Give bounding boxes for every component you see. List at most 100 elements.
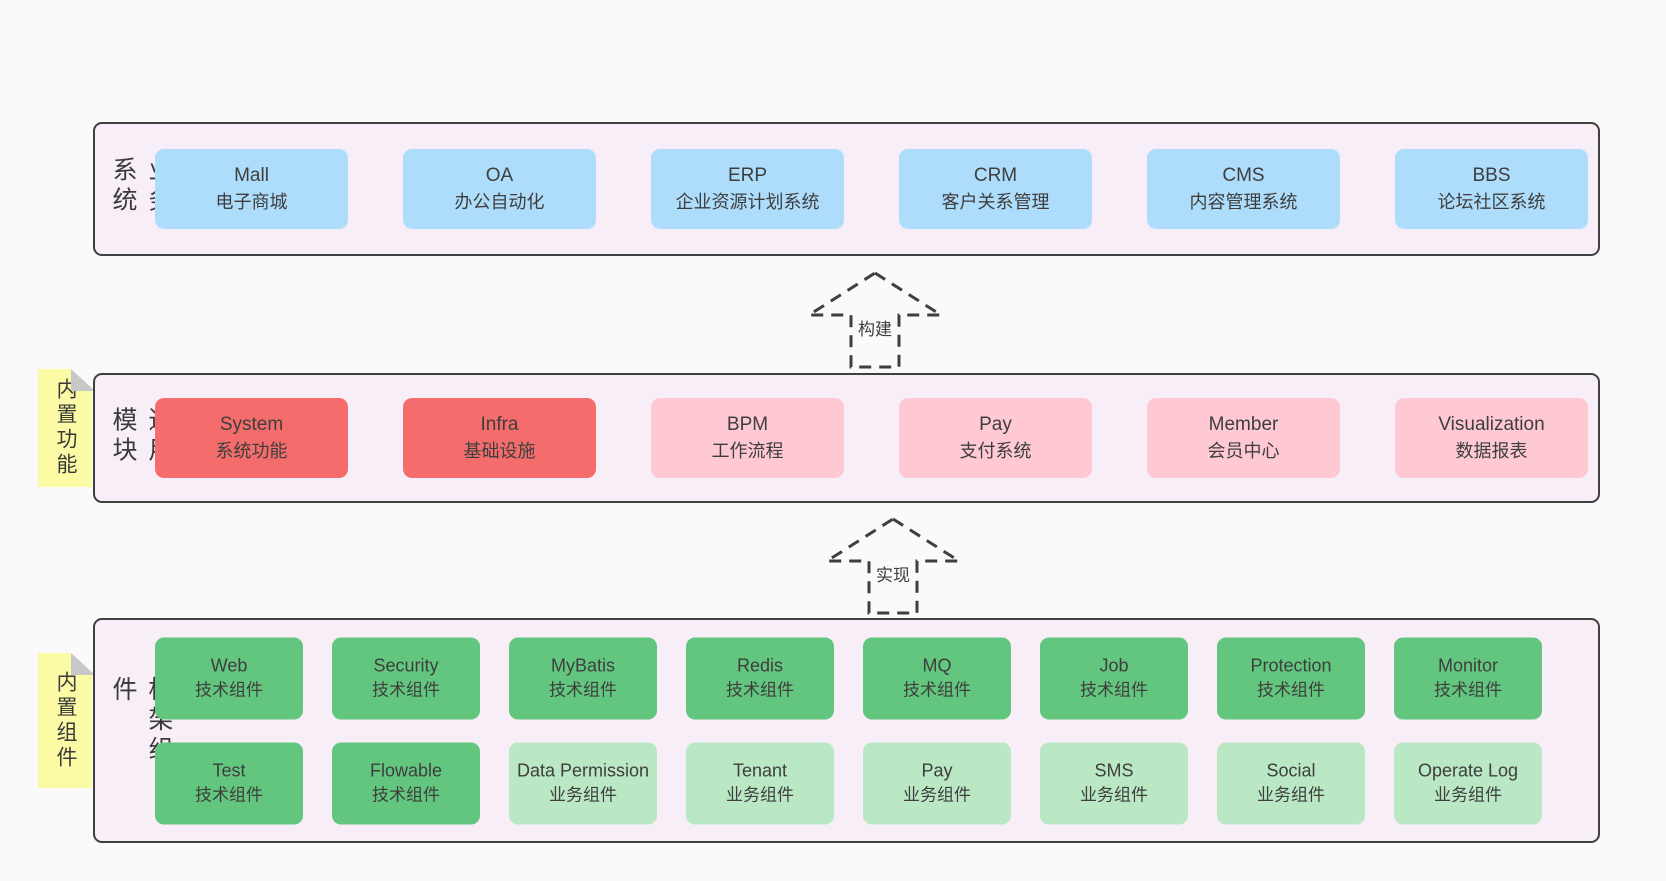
box-subtitle: 企业资源计划系统: [675, 191, 820, 212]
box-subtitle: 业务组件: [1257, 785, 1325, 805]
box-subtitle: 技术组件: [195, 785, 263, 805]
box-subtitle: 技术组件: [549, 680, 617, 700]
box-subtitle: 支付系统: [959, 440, 1032, 461]
box-mybatis: MyBatis 技术组件: [509, 637, 657, 719]
box-title: Job: [1099, 655, 1129, 676]
box-subtitle: 技术组件: [195, 680, 263, 700]
box-subtitle: 工作流程: [711, 440, 784, 461]
box-web: Web 技术组件: [155, 637, 303, 719]
box-title: Pay: [979, 414, 1012, 436]
box-security: Security 技术组件: [332, 637, 480, 719]
box-title: Member: [1208, 414, 1279, 436]
band-common-modules: 通用模块 System 系统功能 Infra 基础设施 BPM 工作流程 Pay…: [93, 373, 1600, 503]
box-subtitle: 业务组件: [549, 785, 617, 805]
sticky-note-text: 内置组件: [54, 670, 77, 771]
sticky-note: 内置组件: [38, 653, 92, 788]
box-bbs: BBS 论坛社区系统: [1395, 149, 1588, 229]
box-social: Social 业务组件: [1217, 742, 1365, 824]
box-title: Operate Log: [1417, 760, 1519, 781]
dashed-up-arrow-icon: [805, 271, 945, 369]
box-title: OA: [485, 165, 514, 187]
box-sms: SMS 业务组件: [1040, 742, 1188, 824]
note-fold-corner-icon: [71, 653, 95, 675]
box-title: Visualization: [1438, 414, 1545, 436]
box-subtitle: 基础设施: [463, 440, 536, 461]
framework-components-grid: Web 技术组件 Security 技术组件 MyBatis 技术组件 Redi…: [155, 637, 1542, 824]
box-title: CMS: [1222, 165, 1265, 187]
box-title: Mall: [234, 165, 269, 187]
box-subtitle: 技术组件: [1257, 680, 1325, 700]
build-arrow-label: 构建: [855, 315, 895, 340]
box-subtitle: 客户关系管理: [941, 191, 1050, 212]
box-title: Protection: [1250, 655, 1332, 676]
box-title: BPM: [726, 414, 769, 436]
box-title: Infra: [480, 414, 519, 436]
box-protection: Protection 技术组件: [1217, 637, 1365, 719]
box-subtitle: 技术组件: [1080, 680, 1148, 700]
box-subtitle: 技术组件: [372, 785, 440, 805]
box-tenant: Tenant 业务组件: [686, 742, 834, 824]
box-oa: OA 办公自动化: [403, 149, 596, 229]
box-mall: Mall 电子商城: [155, 149, 348, 229]
box-subtitle: 论坛社区系统: [1437, 191, 1546, 212]
box-subtitle: 业务组件: [1434, 785, 1502, 805]
box-title: Monitor: [1437, 655, 1499, 676]
band-business-systems: 业务系统 Mall 电子商城 OA 办公自动化 ERP 企业资源计划系统 CRM…: [93, 122, 1600, 256]
common-modules-boxes: System 系统功能 Infra 基础设施 BPM 工作流程 Pay 支付系统…: [155, 398, 1588, 478]
box-title: Redis: [736, 655, 784, 676]
box-crm: CRM 客户关系管理: [899, 149, 1092, 229]
box-title: Tenant: [732, 760, 788, 781]
band-framework-components: 框架组件 Web 技术组件 Security 技术组件 MyBatis 技术组件…: [93, 618, 1600, 843]
box-subtitle: 数据报表: [1455, 440, 1528, 461]
sticky-note-text: 内置功能: [54, 378, 77, 478]
box-title: BBS: [1472, 165, 1511, 187]
box-pay-system: Pay 支付系统: [899, 398, 1092, 478]
box-subtitle: 技术组件: [372, 680, 440, 700]
box-title: CRM: [973, 165, 1018, 187]
box-visualization: Visualization 数据报表: [1395, 398, 1588, 478]
box-monitor: Monitor 技术组件: [1394, 637, 1542, 719]
box-title: MQ: [922, 655, 952, 676]
box-bpm: BPM 工作流程: [651, 398, 844, 478]
box-subtitle: 电子商城: [215, 191, 288, 212]
box-title: Social: [1266, 760, 1316, 781]
box-title: Pay: [921, 760, 953, 781]
box-flowable: Flowable 技术组件: [332, 742, 480, 824]
box-subtitle: 技术组件: [1434, 680, 1502, 700]
box-title: System: [219, 414, 284, 436]
implement-arrow-label: 实现: [873, 561, 913, 586]
box-infra: Infra 基础设施: [403, 398, 596, 478]
box-title: MyBatis: [550, 655, 615, 676]
framework-components-row-2: Test 技术组件 Flowable 技术组件 Data Permission …: [155, 742, 1542, 824]
box-mq: MQ 技术组件: [863, 637, 1011, 719]
box-subtitle: 系统功能: [215, 440, 288, 461]
box-subtitle: 业务组件: [726, 785, 794, 805]
box-title: Security: [373, 655, 439, 676]
box-member: Member 会员中心: [1147, 398, 1340, 478]
box-system: System 系统功能: [155, 398, 348, 478]
box-subtitle: 会员中心: [1207, 440, 1280, 461]
box-subtitle: 技术组件: [726, 680, 794, 700]
box-subtitle: 内容管理系统: [1189, 191, 1298, 212]
box-subtitle: 业务组件: [903, 785, 971, 805]
box-title: Test: [212, 760, 246, 781]
box-cms: CMS 内容管理系统: [1147, 149, 1340, 229]
box-subtitle: 业务组件: [1080, 785, 1148, 805]
box-title: Data Permission: [516, 760, 650, 781]
build-arrow: 构建: [805, 268, 945, 370]
implement-arrow: 实现: [823, 514, 963, 616]
note-fold-corner-icon: [71, 369, 95, 391]
box-redis: Redis 技术组件: [686, 637, 834, 719]
box-data-permission: Data Permission 业务组件: [509, 742, 657, 824]
box-test: Test 技术组件: [155, 742, 303, 824]
box-title: Flowable: [369, 760, 443, 781]
box-subtitle: 技术组件: [903, 680, 971, 700]
box-pay-component: Pay 业务组件: [863, 742, 1011, 824]
box-operate-log: Operate Log 业务组件: [1394, 742, 1542, 824]
business-systems-boxes: Mall 电子商城 OA 办公自动化 ERP 企业资源计划系统 CRM 客户关系…: [155, 149, 1588, 229]
box-title: ERP: [727, 165, 768, 187]
framework-components-row-1: Web 技术组件 Security 技术组件 MyBatis 技术组件 Redi…: [155, 637, 1542, 719]
box-job: Job 技术组件: [1040, 637, 1188, 719]
box-title: SMS: [1094, 760, 1134, 781]
